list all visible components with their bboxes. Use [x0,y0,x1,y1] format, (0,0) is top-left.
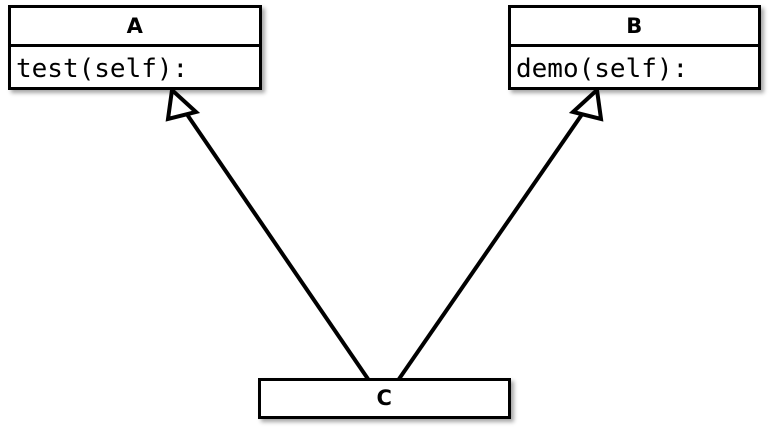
class-a-members: test(self): [16,53,189,84]
class-box-a[interactable]: A test(self): [8,5,262,90]
class-b-members: demo(self): [516,53,689,84]
generalization-c-to-a[interactable] [165,85,370,381]
class-c-name: C [376,386,393,410]
class-a-name: A [126,13,144,38]
generalization-c-to-a-line [182,108,370,381]
hollow-triangle-arrowhead-b [568,85,604,122]
class-a-divider [11,44,259,47]
hollow-triangle-arrowhead-a [165,85,201,122]
generalization-c-to-b-line [397,108,587,381]
class-box-b[interactable]: B demo(self): [508,5,761,90]
class-box-c[interactable]: C [258,378,511,419]
class-b-name: B [626,13,643,38]
class-b-divider [511,44,758,47]
generalization-c-to-b[interactable] [397,85,604,381]
